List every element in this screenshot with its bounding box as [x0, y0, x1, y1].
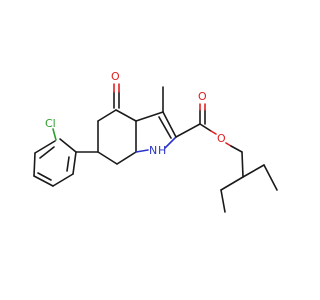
ketone-oxygen-label: O: [111, 70, 120, 83]
ketone-group: [113, 83, 120, 109]
ester-oxygen-label: O: [217, 132, 226, 145]
structure-canvas: Cl O N H O O: [33, 70, 278, 213]
chlorophenyl-ring: [33, 138, 77, 187]
cyclohexanone-ring: [97, 109, 137, 165]
nitrogen-label: N: [149, 144, 157, 157]
chlorine-label: Cl: [45, 117, 56, 130]
c-cl-bond: [52, 128, 57, 141]
pyrrole-ring: [135, 111, 177, 153]
ethylbutyl-chain: [220, 142, 278, 213]
ester-group: [175, 103, 217, 138]
molecule-structure: Cl O N H O O: [33, 70, 278, 213]
nitrogen-hydrogen-label: H: [158, 144, 166, 157]
carbonyl-oxygen-label: O: [198, 90, 207, 103]
